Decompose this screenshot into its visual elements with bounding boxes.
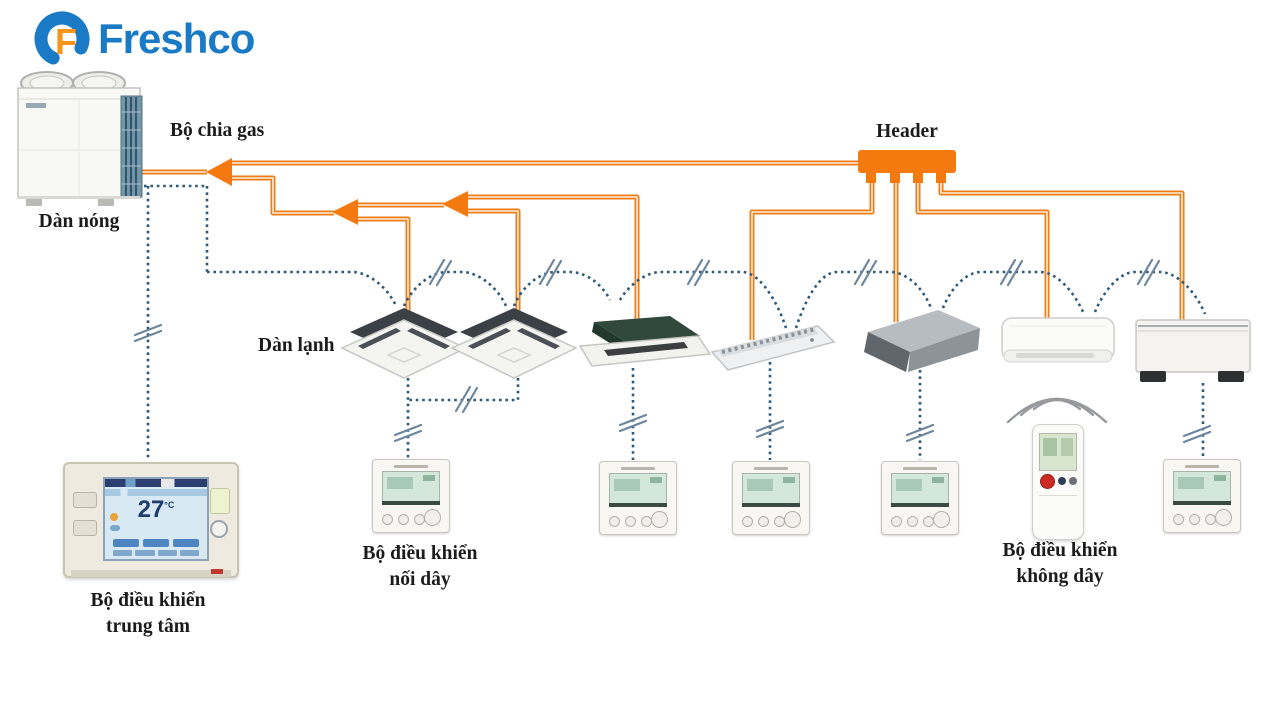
indoor-unit-ceiling-suspended — [710, 325, 836, 371]
remote-button-2 — [1069, 477, 1077, 485]
controller-brand-mark — [394, 465, 428, 468]
controller-lcd — [891, 473, 949, 505]
central-controller-screen: 27°C — [103, 477, 209, 561]
controller-brand-mark — [903, 467, 937, 470]
wired-controller-5 — [1163, 459, 1241, 533]
label-indoor-unit: Dàn lạnh — [258, 335, 335, 356]
manufacturer-mark — [211, 569, 223, 574]
controller-dial — [651, 511, 668, 528]
wireless-signal-icon — [1006, 397, 1108, 424]
controller-brand-mark — [621, 467, 655, 470]
screen-status-bar — [105, 479, 207, 487]
label-header: Header — [876, 121, 938, 142]
controller-buttons — [609, 516, 652, 527]
indoor-unit-oneway-cassette — [578, 316, 712, 367]
controller-lcd — [382, 471, 440, 503]
refrigerant-piping-core — [127, 162, 1183, 341]
controller-buttons — [382, 514, 425, 525]
temperature-value: 27 — [137, 496, 165, 523]
indoor-unit-floor-standing — [1135, 319, 1251, 382]
controller-lcd-bar — [382, 501, 440, 505]
label-wired-controller: Bộ điều khiển nối dây — [345, 541, 495, 594]
controller-lcd — [609, 473, 667, 505]
indoor-unit-wall-mounted — [1001, 317, 1115, 363]
controller-lcd-bar — [609, 503, 667, 507]
label-wireless-controller-line2: không dây — [1016, 566, 1104, 588]
wired-controller-4 — [881, 461, 959, 535]
label-wired-controller-line1: Bộ điều khiển — [362, 543, 478, 564]
refnet-joints — [206, 158, 468, 225]
central-controller-base — [71, 570, 231, 577]
refrigerant-piping — [128, 163, 1182, 340]
wired-controller-1 — [372, 459, 450, 533]
indoor-unit-cassette-2 — [451, 307, 577, 379]
remote-divider — [1039, 495, 1077, 496]
wired-controller-3 — [732, 461, 810, 535]
wired-controller-2 — [599, 461, 677, 535]
controller-lcd-bar — [891, 503, 949, 507]
label-central-controller: Bộ điều khiển trung tâm — [58, 588, 238, 641]
control-wiring — [144, 184, 1207, 460]
remote-lcd — [1039, 433, 1077, 471]
outdoor-unit — [17, 71, 143, 206]
remote-power-button — [1040, 474, 1055, 489]
controller-dial — [933, 511, 950, 528]
temperature-unit: °C — [164, 500, 175, 510]
controller-dial — [784, 511, 801, 528]
label-wireless-controller-line1: Bộ điều khiển — [1002, 540, 1118, 561]
label-outdoor-unit: Dàn nóng — [38, 211, 120, 232]
gas-splitter-joint-2 — [332, 199, 358, 225]
controller-lcd-bar — [742, 503, 800, 507]
label-central-controller-line1: Bộ điều khiển — [90, 590, 206, 611]
controller-dial — [1215, 509, 1232, 526]
label-wired-controller-line2: nối dây — [389, 569, 451, 591]
wireless-remote — [1032, 424, 1084, 540]
central-controller-power-key — [210, 488, 230, 514]
controller-lcd-bar — [1173, 501, 1231, 505]
central-controller-left-button-2 — [73, 520, 97, 536]
indoor-unit-ducted — [864, 310, 980, 372]
central-controller: 27°C — [63, 462, 239, 578]
screen-temperature: 27°C — [105, 498, 207, 522]
brand-logo: F Freshco — [34, 10, 255, 68]
controller-lcd — [1173, 471, 1231, 503]
central-controller-left-button-1 — [73, 492, 97, 508]
cloud-icon — [110, 525, 120, 531]
controller-buttons — [1173, 514, 1216, 525]
logo-letter: F — [55, 21, 77, 62]
remote-button-1 — [1058, 477, 1066, 485]
label-central-controller-line2: trung tâm — [106, 616, 190, 638]
screen-button-row — [113, 539, 199, 547]
gas-splitter-joint-1 — [206, 158, 232, 186]
central-controller-knob — [210, 520, 228, 538]
screen-button-row-2 — [113, 550, 199, 556]
controller-brand-mark — [754, 467, 788, 470]
header-manifold — [858, 150, 956, 183]
sun-icon — [110, 513, 118, 521]
controller-brand-mark — [1185, 465, 1219, 468]
controller-buttons — [742, 516, 785, 527]
label-gas-splitter: Bộ chia gas — [170, 120, 265, 141]
brand-name: Freshco — [98, 15, 255, 62]
controller-lcd — [742, 473, 800, 505]
brand-logo-icon: F — [34, 11, 90, 67]
controller-dial — [424, 509, 441, 526]
indoor-unit-cassette-1 — [341, 307, 467, 379]
label-wireless-controller: Bộ điều khiển không dây — [975, 538, 1145, 591]
screen-menu-bar — [105, 489, 207, 496]
controller-buttons — [891, 516, 934, 527]
gas-splitter-joint-3 — [442, 191, 468, 217]
